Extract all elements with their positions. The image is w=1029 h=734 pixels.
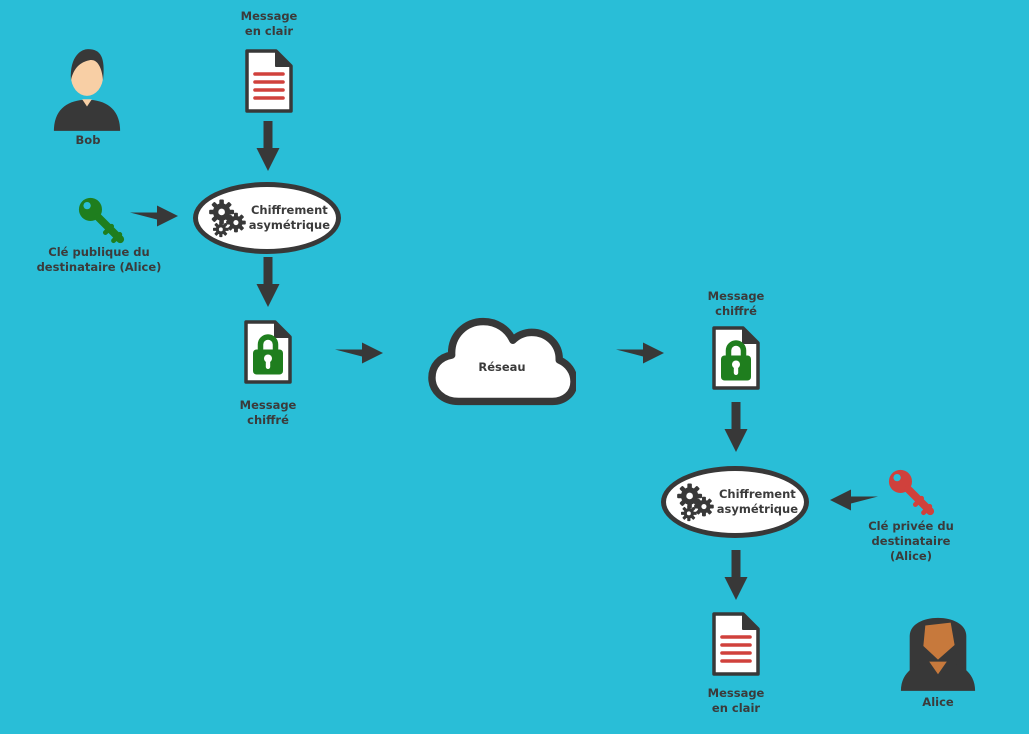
decrypt-process-node: Chiffrement asymétrique — [661, 466, 809, 538]
lock-icon — [721, 340, 751, 381]
alice-label: Alice — [922, 695, 954, 709]
arrow-right-icon — [616, 342, 664, 364]
person-icon-alice — [900, 617, 976, 691]
document-encrypted-icon — [712, 326, 760, 390]
document-clear-icon — [245, 49, 293, 113]
network-label: Réseau — [478, 360, 526, 375]
arrow-down-icon — [724, 550, 748, 600]
person-icon-bob — [53, 49, 121, 131]
gears-icon — [209, 199, 246, 238]
encrypt-process-node: Chiffrement asymétrique — [193, 182, 341, 254]
message-clear-top-label: Message en clair — [240, 9, 298, 38]
arrow-right-icon — [130, 205, 178, 227]
network-node: Réseau — [428, 308, 576, 412]
message-encrypted-left-label: Message chiffré — [239, 398, 297, 427]
private-key-icon — [888, 469, 935, 516]
encrypt-process-label: Chiffrement asymétrique — [248, 203, 330, 232]
lock-icon — [253, 334, 283, 375]
arrow-down-icon — [724, 402, 748, 452]
document-encrypted-icon — [244, 320, 292, 384]
arrow-left-icon — [830, 489, 878, 511]
arrow-right-icon — [335, 342, 383, 364]
bob-label: Bob — [75, 133, 101, 147]
arrow-down-icon — [256, 121, 280, 171]
public-key-icon — [78, 197, 125, 244]
message-clear-bottom-label: Message en clair — [707, 686, 765, 715]
arrow-down-icon — [256, 257, 280, 307]
gears-icon — [677, 483, 714, 522]
decrypt-process-label: Chiffrement asymétrique — [716, 487, 798, 516]
document-clear-icon — [712, 612, 760, 676]
cloud-icon — [428, 317, 576, 406]
message-encrypted-right-label: Message chiffré — [707, 289, 765, 318]
public-key-label: Clé publique du destinataire (Alice) — [36, 245, 162, 274]
private-key-label: Clé privée du destinataire (Alice) — [868, 519, 954, 563]
